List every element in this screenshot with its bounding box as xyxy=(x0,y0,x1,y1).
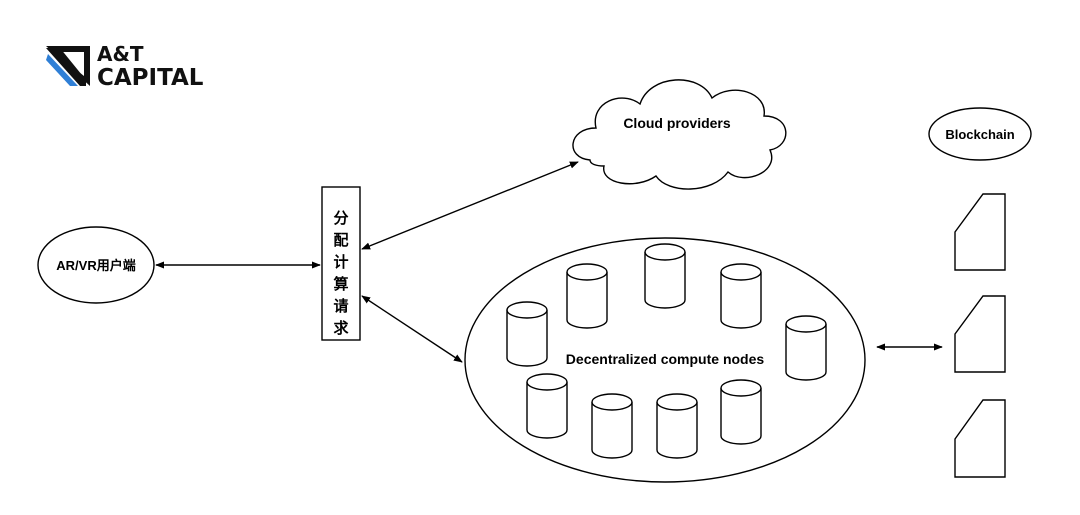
blockchain-node: Blockchain xyxy=(928,107,1032,161)
arvr-client-label: AR/VR用户端 xyxy=(56,258,135,273)
compute-node-cylinder-4 xyxy=(506,301,548,367)
compute-node-cylinders xyxy=(506,243,827,459)
blockchain-label: Blockchain xyxy=(945,127,1014,142)
block-card-3 xyxy=(954,399,1006,478)
compute-node-cylinder-2 xyxy=(566,263,608,329)
compute-node-cylinder-7 xyxy=(591,393,633,459)
logo-line-2: CAPITAL xyxy=(97,65,204,91)
compute-node-cylinder-6 xyxy=(526,373,568,439)
block-card-1 xyxy=(954,193,1006,271)
dispatcher-char-4: 算 xyxy=(333,275,348,293)
block-card-2 xyxy=(954,295,1006,373)
dispatcher-char-1: 分 xyxy=(333,210,348,227)
decentralized-label: Decentralized compute nodes xyxy=(566,351,765,367)
compute-request-dispatcher: 分 配 计 算 请 求 xyxy=(321,186,361,341)
cloud-shape xyxy=(572,79,787,190)
cloud-providers-node: Cloud providers xyxy=(572,79,787,190)
dispatcher-char-6: 求 xyxy=(333,319,349,337)
compute-node-cylinder-5 xyxy=(785,315,827,381)
compute-node-cylinder-3 xyxy=(720,263,762,329)
dispatcher-char-2: 配 xyxy=(333,232,348,249)
cloud-providers-label: Cloud providers xyxy=(623,115,731,131)
dispatcher-char-5: 请 xyxy=(333,297,348,315)
at-capital-logo-icon xyxy=(46,46,90,86)
compute-node-cylinder-9 xyxy=(720,379,762,445)
logo: A&T CAPITAL xyxy=(46,42,204,91)
arrow-dispatcher-decentralized xyxy=(361,295,463,363)
decentralized-compute-nodes: Decentralized compute nodes xyxy=(464,237,866,483)
arvr-client-node: AR/VR用户端 xyxy=(37,226,155,304)
arrow-dispatcher-cloud xyxy=(361,161,579,250)
blockchain-blocks xyxy=(954,193,1006,478)
logo-line-1: A&T xyxy=(97,42,144,66)
connections xyxy=(155,161,943,363)
compute-node-cylinder-8 xyxy=(656,393,698,459)
dispatcher-char-3: 计 xyxy=(333,253,348,271)
compute-node-cylinder-1 xyxy=(644,243,686,309)
